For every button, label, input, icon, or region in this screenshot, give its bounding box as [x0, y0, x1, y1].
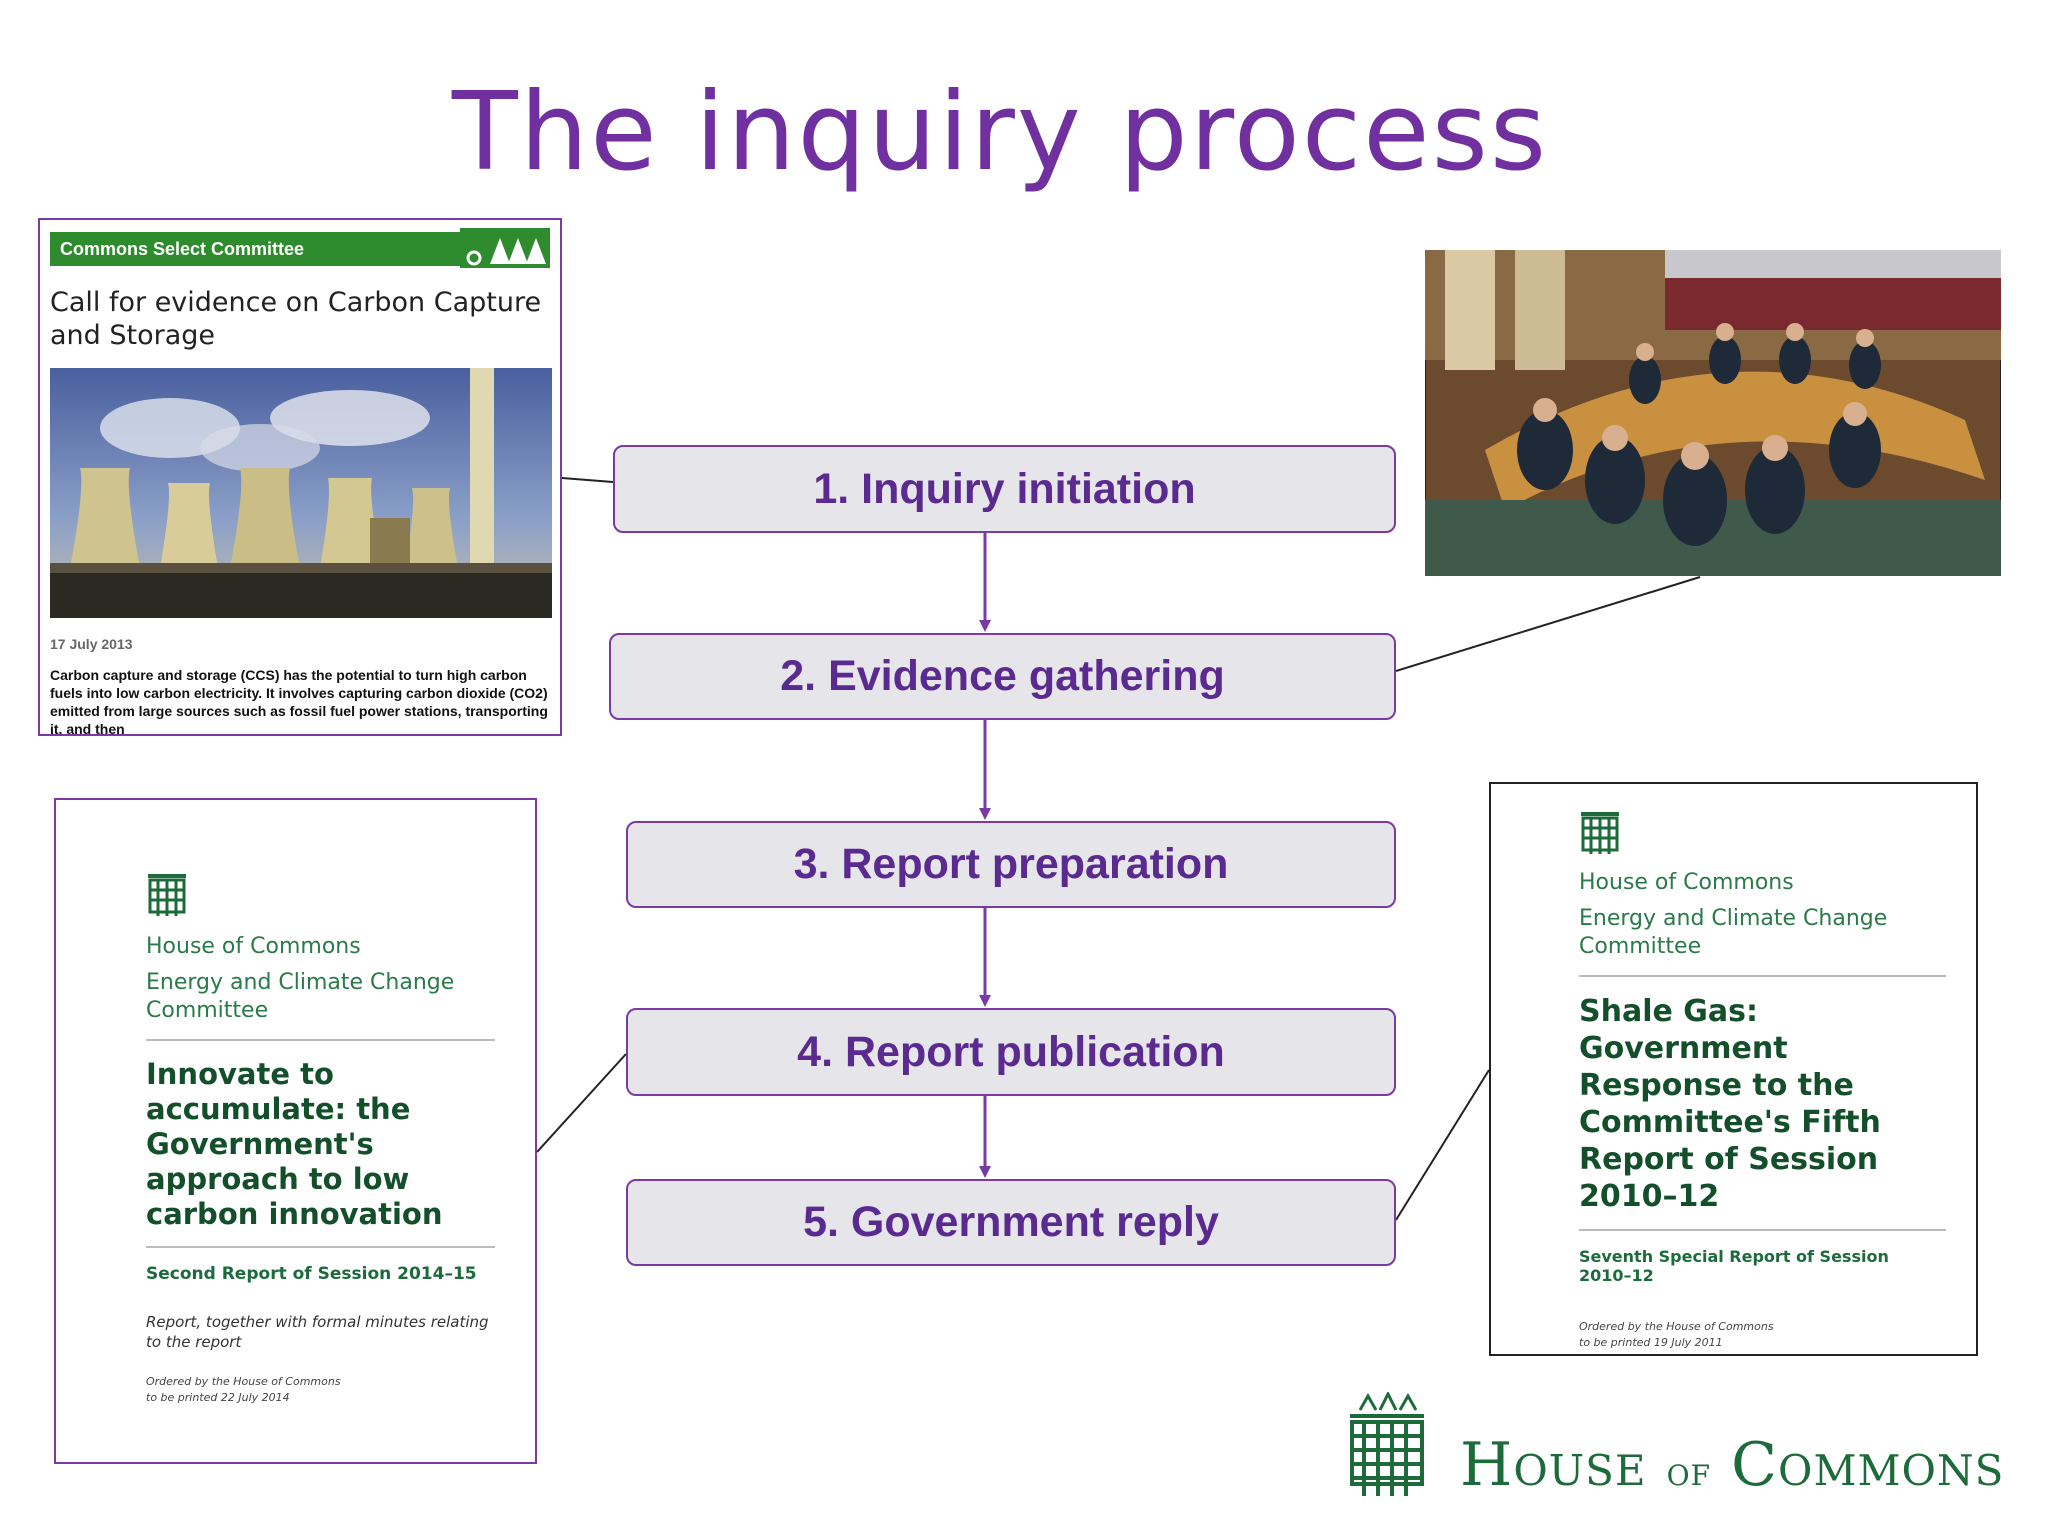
logo-commons: Commons: [1731, 1430, 2005, 1500]
divider: [1579, 975, 1946, 977]
portcullis-icon: [148, 874, 186, 916]
step-report-preparation: 3. Report preparation: [626, 821, 1396, 908]
link-reply: [1395, 1069, 1490, 1221]
parliament-crest-icon: [460, 228, 550, 268]
step-label: 4. Report publication: [797, 1027, 1225, 1076]
cfe-date: 17 July 2013: [50, 636, 133, 652]
slide-title: The inquiry process: [451, 70, 1549, 195]
divider: [146, 1246, 495, 1248]
step-label: 3. Report preparation: [793, 840, 1229, 888]
house-of-commons-wordmark: House of Commons: [1460, 1430, 2004, 1500]
house-of-commons-portcullis-logo: [1350, 1392, 1424, 1496]
report-title: Innovate to accumulate: the Government's…: [146, 1057, 443, 1231]
report-committee: Energy and Climate Change Committee: [146, 970, 455, 1023]
call-for-evidence-document: Commons Select Committee Call for eviden…: [38, 218, 562, 736]
report-session: Second Report of Session 2014–15: [146, 1264, 477, 1284]
reply-session: Seventh Special Report of Session 2010–1…: [1579, 1247, 1889, 1285]
cfe-heading: Call for evidence on Carbon Capture and …: [50, 287, 542, 351]
cfe-banner-text: Commons Select Committee: [60, 239, 305, 259]
report-note: Report, together with formal minutes rel…: [146, 1313, 489, 1351]
report-ordered-line1: Ordered by the House of Commons: [146, 1375, 341, 1388]
link-report: [536, 1053, 627, 1153]
report-house: House of Commons: [146, 934, 361, 959]
step-inquiry-initiation: 1. Inquiry initiation: [613, 445, 1396, 533]
reply-ordered-line2: to be printed 19 July 2011: [1579, 1336, 1723, 1349]
committee-report-document: House of Commons Energy and Climate Chan…: [54, 798, 537, 1464]
step-report-publication: 4. Report publication: [626, 1008, 1396, 1096]
logo-of: of: [1666, 1449, 1712, 1495]
step-label: 5. Government reply: [803, 1198, 1219, 1246]
evidence-session-photo: [1425, 250, 2001, 576]
link-photo: [1395, 576, 1701, 672]
power-station-image: [50, 368, 552, 618]
report-ordered-line2: to be printed 22 July 2014: [146, 1391, 290, 1404]
reply-title: Shale Gas: Government Response to the Co…: [1579, 994, 1881, 1214]
step-label: 2. Evidence gathering: [780, 652, 1225, 700]
step-government-reply: 5. Government reply: [626, 1179, 1396, 1266]
step-label: 1. Inquiry initiation: [813, 464, 1196, 513]
logo-house: House: [1460, 1430, 1647, 1500]
cfe-banner: Commons Select Committee: [50, 228, 550, 268]
reply-ordered-line1: Ordered by the House of Commons: [1579, 1320, 1774, 1333]
cfe-body-text: Carbon capture and storage (CCS) has the…: [50, 667, 548, 736]
step-evidence-gathering: 2. Evidence gathering: [609, 633, 1396, 720]
portcullis-icon: [1581, 812, 1619, 854]
government-response-document: House of Commons Energy and Climate Chan…: [1489, 782, 1978, 1356]
reply-house: House of Commons: [1579, 870, 1794, 895]
divider: [146, 1039, 495, 1041]
reply-committee: Energy and Climate Change Committee: [1579, 906, 1888, 959]
divider: [1579, 1229, 1946, 1231]
link-cfe: [561, 477, 614, 483]
